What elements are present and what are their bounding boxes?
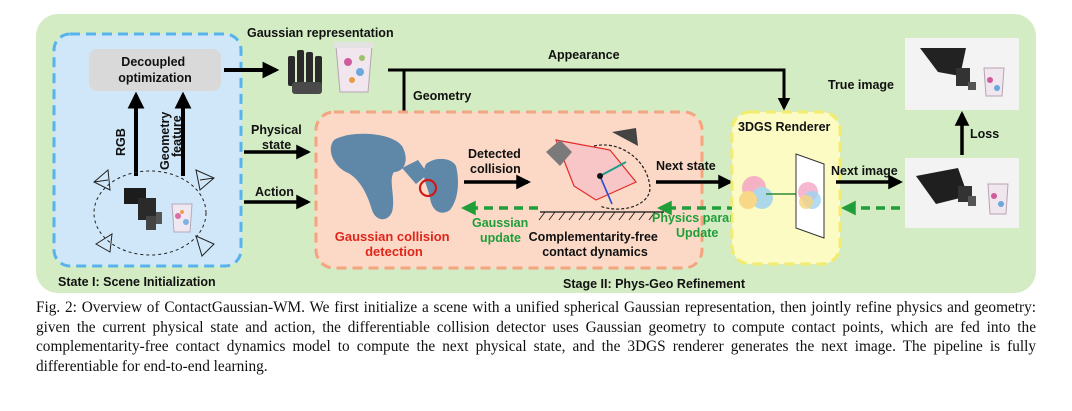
gaussian-hand-icon: [288, 50, 322, 94]
true-image-robot-icon: [920, 48, 976, 90]
camera-ring: [93, 168, 215, 257]
next-state-label: Next state: [656, 159, 716, 173]
loss-label: Loss: [970, 127, 999, 141]
decoupled-optimization-box: [89, 49, 221, 91]
next-image-robot-icon: [916, 168, 976, 206]
next-image-cup-icon: [987, 183, 1009, 215]
stage1-box: [52, 32, 243, 268]
decoupled-optimization-label: Decoupled optimization: [118, 55, 192, 85]
appearance-label: Appearance: [548, 48, 620, 62]
geometry-feature-label: Geometry feature: [158, 108, 184, 170]
appearance-arrow: [388, 68, 791, 111]
gaussian-collision-blob-icon: [330, 133, 458, 220]
collision-point-icon: [418, 178, 438, 198]
gaussian-representation-label: Gaussian representation: [247, 26, 394, 40]
physics-param-update-label: Physics param. Update: [652, 211, 747, 240]
figure-caption: Fig. 2: Overview of ContactGaussian-WM. …: [36, 299, 1036, 375]
contact-dynamics-label: Complementarity-free contact dynamics: [529, 230, 662, 259]
image-plane-icon: [795, 153, 825, 239]
geometry-label: Geometry: [413, 89, 471, 103]
scene-cup-icon: [171, 203, 193, 233]
stage1-label: State I: Scene Initialization: [58, 275, 216, 289]
detected-collision-label: Detected collision: [468, 147, 524, 176]
gaussian-splats-icon: [739, 176, 773, 209]
gaussian-update-label: Gaussian update: [472, 216, 532, 245]
next-image-label: Next image: [831, 164, 898, 178]
physical-state-label: Physical state: [251, 123, 305, 152]
contact-dynamics-illustration-icon: [538, 128, 664, 221]
stage2-label: Stage II: Phys-Geo Refinement: [563, 277, 746, 291]
scene-robot-icon: [124, 188, 162, 230]
true-image-label: True image: [828, 78, 894, 92]
true-image-cup-icon: [983, 67, 1005, 97]
rgb-label: RGB: [114, 128, 128, 156]
gaussian-cup-icon: [334, 42, 374, 93]
renderer-label: 3DGS Renderer: [738, 120, 831, 134]
action-label: Action: [255, 185, 294, 199]
gaussian-collision-detection-label: Gaussian collision detection: [335, 229, 454, 259]
pipeline-diagram: Decoupled optimization RGB Geometry feat…: [36, 14, 1036, 293]
